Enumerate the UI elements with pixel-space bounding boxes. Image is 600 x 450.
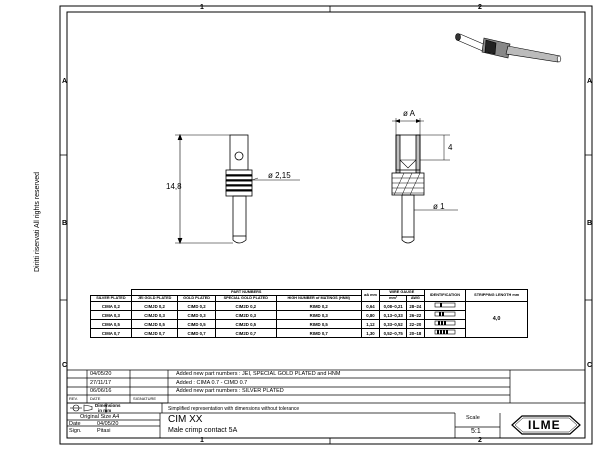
column-label: 2 bbox=[478, 4, 482, 11]
section-view bbox=[391, 118, 458, 244]
row-label: B bbox=[62, 220, 68, 227]
stripping-length-cell: 4,0 bbox=[465, 301, 528, 338]
part-code: CIM XX bbox=[168, 414, 203, 425]
depth-dimension: 4 bbox=[448, 143, 453, 152]
cell: RIMD 0,5 bbox=[275, 319, 362, 329]
revision-date: 06/06/16 bbox=[90, 388, 112, 394]
scale-value: 5:1 bbox=[471, 428, 481, 435]
cell: 1,30 bbox=[360, 328, 381, 338]
cell: 20–18 bbox=[406, 328, 425, 338]
sign-label: Sign. bbox=[69, 428, 82, 434]
length-dimension: 14,8 bbox=[166, 182, 182, 191]
part-description: Male crimp contact 5A bbox=[168, 427, 238, 434]
table-row: CIMA 0,5 CIMJD 0,5 CIMD 0,5 CIM2D 0,5 RI… bbox=[90, 319, 528, 329]
identification-rings-icon bbox=[423, 301, 467, 311]
date-label: Date bbox=[69, 421, 81, 427]
table-row: CIMA 0,2 CIMJD 0,2 CIMD 0,2 CIM2D 0,2 RI… bbox=[90, 301, 528, 338]
date-value: 04/05/20 bbox=[97, 421, 119, 427]
row-label: B bbox=[587, 220, 593, 227]
cell: 1,12 bbox=[360, 319, 381, 329]
cell: 26–22 bbox=[406, 310, 425, 320]
cell: CIMD 0,2 bbox=[177, 301, 216, 311]
identification-rings-icon bbox=[423, 328, 467, 338]
row-label: C bbox=[587, 362, 593, 369]
original-size: Original Size A4 bbox=[80, 414, 120, 420]
cell: CIMJD 0,2 bbox=[130, 301, 179, 311]
cell: RIMD 0,2 bbox=[275, 301, 362, 311]
cell: CIMA 0,5 bbox=[90, 319, 132, 329]
table-row: CIMA 0,7 CIMJD 0,7 CIMD 0,7 CIM2D 0,7 RI… bbox=[90, 328, 528, 338]
dimensions-unit: in mm bbox=[98, 408, 112, 413]
side-view bbox=[175, 133, 300, 245]
cell: CIMJD 0,7 bbox=[130, 328, 179, 338]
cell: 0,52–0,75 bbox=[379, 328, 408, 338]
column-label: 1 bbox=[200, 4, 204, 11]
sign-value: Pitasi bbox=[97, 428, 111, 434]
revision-date: 04/05/20 bbox=[90, 371, 112, 377]
logo-text: ILME bbox=[528, 418, 561, 432]
column-label: 1 bbox=[200, 437, 204, 444]
isometric-view bbox=[455, 33, 562, 63]
column-label: 2 bbox=[478, 437, 482, 444]
cell: CIM2D 0,7 bbox=[214, 328, 277, 338]
part-numbers-table: PART NUMBERS øA mm WIRE GAUGE IDENTIFICA… bbox=[90, 289, 528, 338]
cell: 22–20 bbox=[406, 319, 425, 329]
col-header: IDENTIFICATION bbox=[423, 289, 467, 302]
row-label: A bbox=[62, 78, 68, 85]
cell: RIMD 0,7 bbox=[275, 328, 362, 338]
revision-block bbox=[67, 369, 585, 438]
row-label: A bbox=[587, 78, 593, 85]
revision-text: Added : CIMA 0.7 - CIMD 0.7 bbox=[176, 380, 248, 386]
cell: CIMD 0,5 bbox=[177, 319, 216, 329]
col-header: STRIPPING LENGTH mm bbox=[465, 289, 528, 302]
cell: CIMD 0,7 bbox=[177, 328, 216, 338]
cell: CIMJD 0,3 bbox=[130, 310, 179, 320]
signature-header: SIGNATURE bbox=[133, 396, 157, 401]
table-row: CIMA 0,3 CIMJD 0,3 CIMD 0,3 CIM2D 0,3 RI… bbox=[90, 310, 528, 320]
ilme-logo bbox=[509, 414, 581, 436]
cell: CIMA 0,2 bbox=[90, 301, 132, 311]
cell: CIMJD 0,5 bbox=[130, 319, 179, 329]
cell: RIMD 0,3 bbox=[275, 310, 362, 320]
cell: 0,13–0,33 bbox=[379, 310, 408, 320]
identification-rings-icon bbox=[423, 319, 467, 329]
rev-header: REV. bbox=[69, 396, 78, 401]
cell: CIMD 0,3 bbox=[177, 310, 216, 320]
scale-label: Scale bbox=[466, 415, 480, 421]
revision-date: 27/11/17 bbox=[90, 380, 112, 386]
pin-diameter-dimension: ø 1 bbox=[433, 202, 445, 211]
col-header: øA mm bbox=[360, 289, 381, 302]
row-label: C bbox=[62, 362, 68, 369]
cell: 0,08–0,21 bbox=[379, 301, 408, 311]
rights-reserved-text-it: Diritti riservati bbox=[34, 229, 41, 272]
cell: 28–24 bbox=[406, 301, 425, 311]
dimensions-label: Dimensions bbox=[95, 403, 121, 408]
diameter-dimension: ø 2,15 bbox=[268, 171, 291, 180]
identification-rings-icon bbox=[423, 310, 467, 320]
tolerance-note: Simplified representation with dimension… bbox=[168, 406, 300, 412]
rights-reserved-text: All rights reserved bbox=[34, 171, 41, 228]
cell: CIM2D 0,5 bbox=[214, 319, 277, 329]
date-header: DATE bbox=[90, 396, 101, 401]
cell: CIM2D 0,2 bbox=[214, 301, 277, 311]
cell: 0,80 bbox=[360, 310, 381, 320]
bore-dimension: ø A bbox=[403, 109, 416, 118]
revision-text: Added new part numbers : JEI, SPECIAL GO… bbox=[176, 371, 341, 377]
projection-symbol-icon bbox=[70, 404, 93, 412]
cell: CIMA 0,7 bbox=[90, 328, 132, 338]
cell: CIMA 0,3 bbox=[90, 310, 132, 320]
cell: 0,64 bbox=[360, 301, 381, 311]
cell: CIM2D 0,3 bbox=[214, 310, 277, 320]
revision-text: Added new part numbers : SILVER PLATED bbox=[176, 388, 284, 394]
cell: 0,33–0,52 bbox=[379, 319, 408, 329]
